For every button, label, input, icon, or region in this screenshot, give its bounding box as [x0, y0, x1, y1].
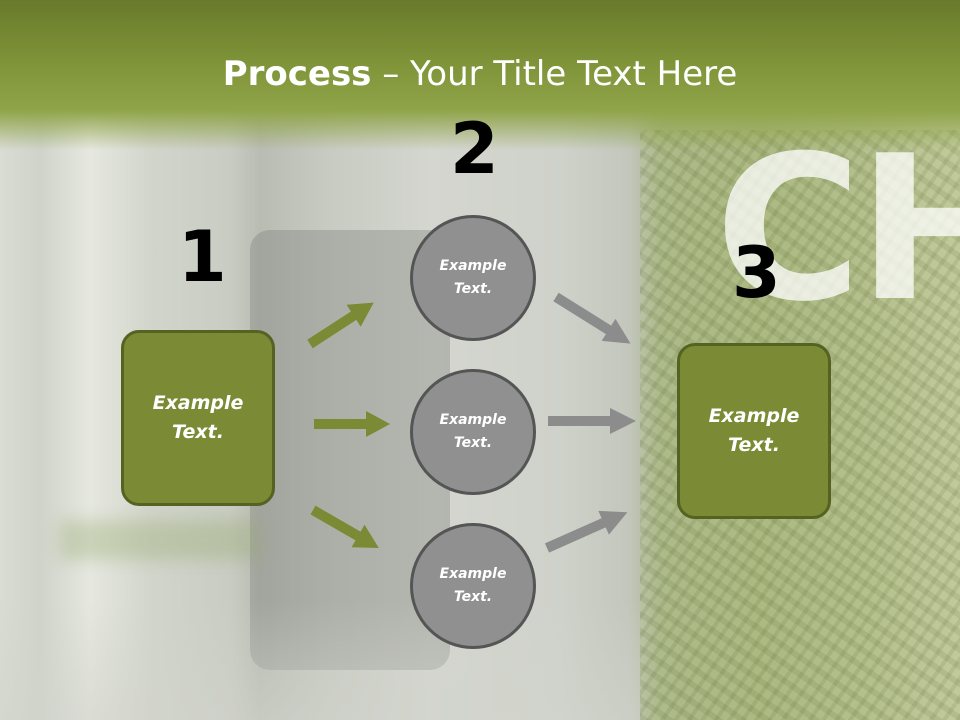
circle-label: Example Text. [439, 258, 507, 297]
step-number-2: 2 [450, 108, 499, 190]
process-circle-1[interactable]: Example Text. [410, 215, 536, 341]
arrow-green-up [307, 302, 374, 349]
step-box-label: Example Text. [708, 405, 800, 456]
process-circle-2[interactable]: Example Text. [410, 369, 536, 495]
arrow-gray-down [553, 292, 631, 344]
circle-label: Example Text. [439, 412, 507, 451]
background-lettering: CHA [715, 113, 960, 346]
arrow-gray-up [544, 510, 628, 553]
arrow-green-down [310, 505, 379, 548]
slide-title[interactable]: Process – Your Title Text Here [0, 52, 960, 96]
background-shape [60, 520, 260, 560]
step-box-3[interactable]: Example Text. [677, 343, 831, 519]
arrow-green-right [314, 411, 390, 437]
step-number-1: 1 [178, 216, 227, 298]
step-box-1[interactable]: Example Text. [121, 330, 275, 506]
step-number-3: 3 [732, 232, 781, 314]
header-band [0, 0, 960, 150]
title-rest: – Your Title Text Here [371, 54, 738, 94]
title-bold: Process [222, 54, 372, 94]
step-box-label: Example Text. [152, 392, 244, 443]
process-circle-3[interactable]: Example Text. [410, 523, 536, 649]
background-shape [0, 600, 640, 720]
circle-label: Example Text. [439, 566, 507, 605]
arrow-gray-right [548, 408, 636, 434]
